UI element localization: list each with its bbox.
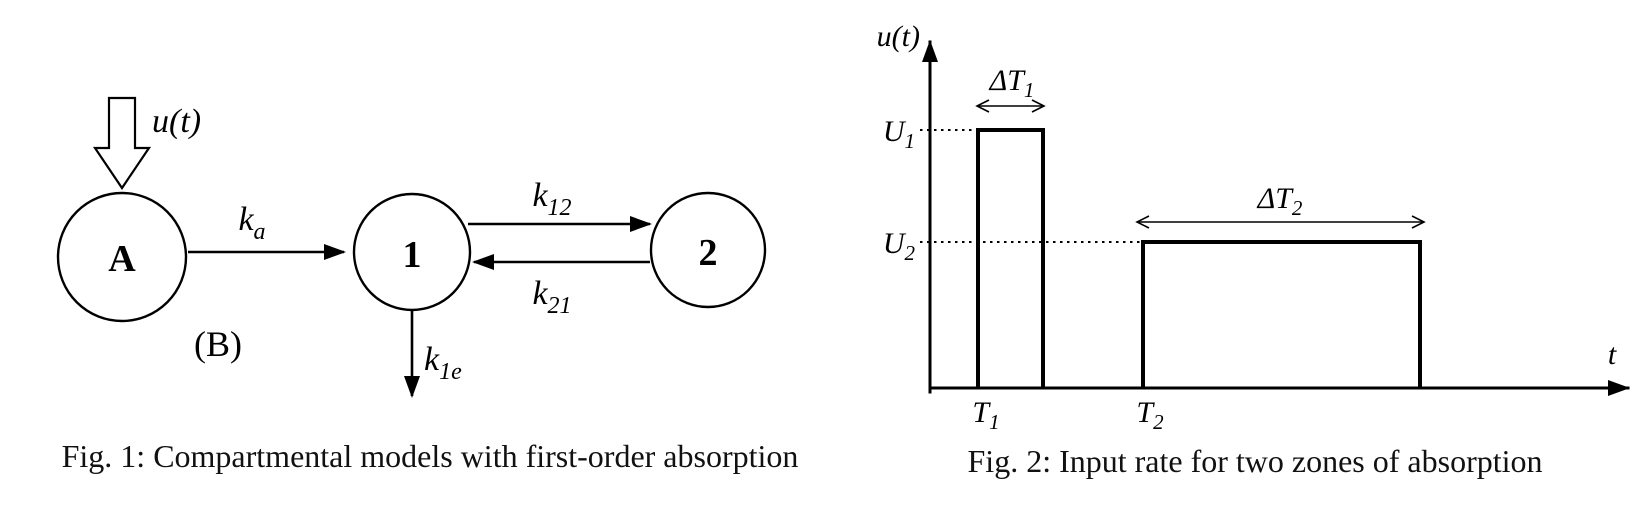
u1-sub: 1 <box>905 129 916 153</box>
dt1-sub: 1 <box>1024 78 1035 102</box>
pulse-2-outline <box>1141 240 1422 388</box>
rate-k12-sub: 12 <box>548 195 572 221</box>
t1-tick-label: T1 <box>972 396 999 434</box>
dt2-sub: 2 <box>1292 196 1303 220</box>
figure-2: u(t) t ΔT1 ΔT2 U1 U2 T1 T2 Fig. 2: Input… <box>860 0 1650 519</box>
model-variant-label: (B) <box>194 324 242 364</box>
rate-k21-base: k <box>532 275 548 312</box>
rate-k12-label: k12 <box>532 177 571 221</box>
input-arrow-icon <box>92 96 152 190</box>
rate-ka-sub: a <box>254 219 266 245</box>
dt1-base: ΔT <box>989 64 1027 97</box>
t2-tick-label: T2 <box>1136 396 1164 434</box>
t1-base: T <box>972 396 991 429</box>
rate-ka-label: ka <box>238 201 265 245</box>
rate-k1e-label: k1e <box>424 341 462 385</box>
u2-tick-label: U2 <box>883 227 916 265</box>
y-axis-label: u(t) <box>877 20 920 53</box>
rate-k1e-base: k <box>424 341 440 378</box>
u1-tick-label: U1 <box>883 115 915 153</box>
compartment-1-label: 1 <box>403 234 422 276</box>
fig1-diagram: u(t) A ka 1 2 k12 k21 k1e (B) <box>56 96 767 398</box>
compartment-2-circle <box>649 191 767 309</box>
u1-base: U <box>883 115 907 148</box>
u2-base: U <box>883 227 907 260</box>
dt2-label: ΔT2 <box>1257 182 1303 220</box>
compartment-2-label: 2 <box>699 232 718 274</box>
rate-k1e-sub: 1e <box>439 359 462 385</box>
t1-sub: 1 <box>989 410 1000 434</box>
fig2-plot: u(t) t ΔT1 ΔT2 U1 U2 T1 T2 <box>877 20 1630 434</box>
dt1-label: ΔT1 <box>989 64 1035 102</box>
rate-k21-sub: 21 <box>548 293 572 319</box>
rate-k12-base: k <box>532 177 548 214</box>
rate-k21-label: k21 <box>532 275 571 319</box>
t2-sub: 2 <box>1153 410 1164 434</box>
rate-ka-base: k <box>238 201 254 238</box>
dt2-base: ΔT <box>1257 182 1295 215</box>
t2-base: T <box>1136 396 1155 429</box>
u2-sub: 2 <box>905 241 916 265</box>
fig2-caption: Fig. 2: Input rate for two zones of abso… <box>967 443 1543 479</box>
fig1-caption: Fig. 1: Compartmental models with first-… <box>61 438 799 474</box>
x-axis-label: t <box>1608 338 1617 371</box>
compartment-a-circle <box>56 191 188 323</box>
figure-1: u(t) A ka 1 2 k12 k21 k1e (B) <box>56 96 799 474</box>
compartment-a-label: A <box>108 238 136 280</box>
input-label: u(t) <box>152 103 201 140</box>
pulse-1-outline <box>976 128 1045 388</box>
